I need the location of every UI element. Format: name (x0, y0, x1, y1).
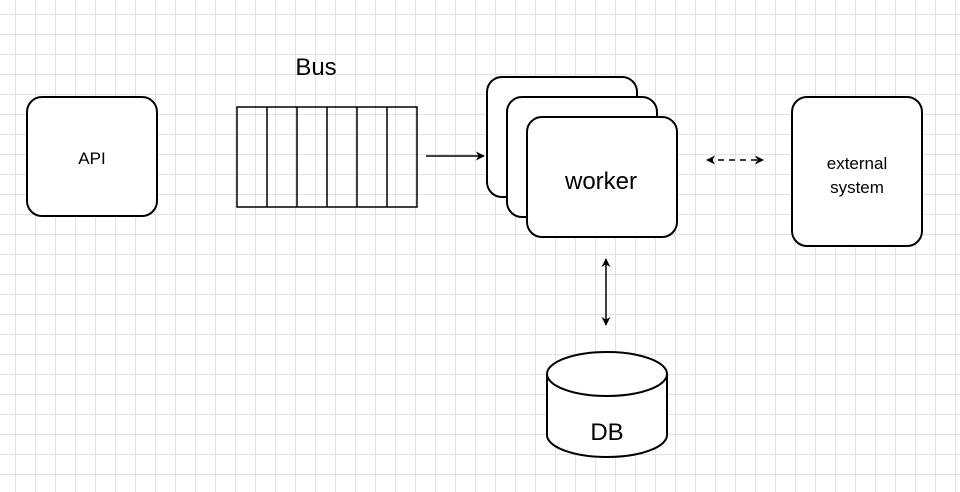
api-node[interactable]: API (26, 96, 158, 217)
external-system-box (791, 96, 923, 247)
api-node-box (26, 96, 158, 217)
db-cylinder-rim (546, 373, 668, 397)
worker-label: worker (564, 168, 637, 195)
bus-label: Bus (295, 54, 336, 81)
external-system-label-line2: system (830, 178, 884, 197)
bus-node[interactable]: Bus (236, 54, 418, 208)
external-system-node[interactable]: external system (791, 96, 923, 247)
external-system-label-line1: external (827, 154, 887, 173)
db-node[interactable]: DB (546, 351, 668, 458)
worker-node[interactable]: worker (486, 76, 678, 238)
worker-stack-front (526, 116, 678, 238)
db-label: DB (590, 419, 623, 446)
api-label: API (78, 149, 105, 168)
